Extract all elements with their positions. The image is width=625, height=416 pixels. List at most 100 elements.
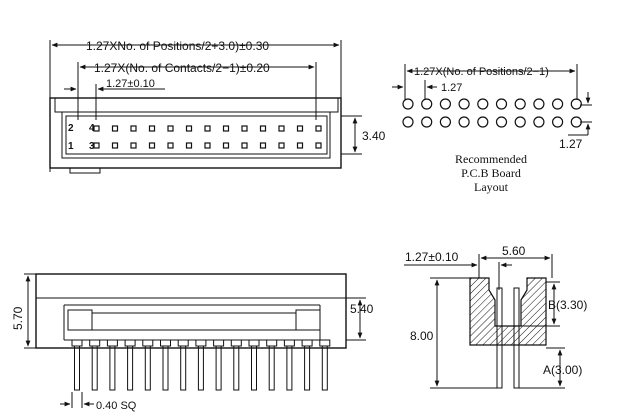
pin bbox=[162, 345, 169, 391]
pcb-pad bbox=[495, 98, 508, 110]
pin bbox=[251, 345, 257, 391]
contact-square bbox=[259, 142, 267, 149]
contact-square bbox=[93, 125, 100, 132]
dim-height-text: 3.40 bbox=[362, 129, 386, 143]
contact-square bbox=[222, 125, 230, 132]
contact-square bbox=[296, 142, 304, 149]
dim-side-pitch-text: 1.27±0.10 bbox=[405, 250, 459, 264]
contact-square bbox=[204, 142, 211, 149]
contact-square bbox=[241, 125, 248, 132]
contact-right bbox=[513, 287, 520, 389]
contact-square bbox=[148, 125, 156, 132]
contact-square bbox=[296, 125, 304, 132]
pin-shoulder bbox=[266, 339, 278, 347]
pcb-pad bbox=[421, 116, 433, 128]
contact-square bbox=[259, 125, 267, 132]
pcb-pad bbox=[514, 116, 526, 128]
pin bbox=[91, 345, 98, 391]
pin-shoulder bbox=[89, 339, 101, 347]
dim-width-text: 5.60 bbox=[502, 244, 526, 258]
dim-total-height-text: 5.70 bbox=[11, 306, 25, 330]
pcb-pad bbox=[551, 98, 564, 110]
pin-shoulder bbox=[177, 339, 189, 347]
dim-height-side-text: 8.00 bbox=[410, 329, 434, 343]
contact-square bbox=[315, 125, 322, 132]
contact-square bbox=[315, 142, 322, 149]
pin bbox=[268, 345, 275, 391]
contact-square bbox=[204, 125, 211, 132]
contact-left bbox=[496, 287, 503, 389]
pin bbox=[215, 345, 222, 391]
pin-shoulder bbox=[230, 339, 242, 347]
pcb-pad bbox=[439, 98, 451, 110]
pin-shoulder bbox=[106, 339, 118, 347]
pin bbox=[233, 345, 240, 391]
key-tab bbox=[69, 167, 101, 174]
pcb-pad bbox=[402, 116, 414, 128]
pcb-pad bbox=[533, 98, 545, 110]
dim-pitch-right-text: 1.27 bbox=[559, 137, 583, 151]
pin-shoulder bbox=[283, 339, 295, 347]
pcb-pad bbox=[477, 98, 489, 110]
contact-square bbox=[111, 142, 119, 149]
pin bbox=[180, 345, 187, 391]
top-view: 1.27XNo. of Positions/2+3.0)±0.30 1.27X(… bbox=[49, 39, 386, 174]
contact-square bbox=[278, 125, 285, 132]
contact-square bbox=[222, 142, 230, 149]
pin-label-4: 4 bbox=[89, 123, 95, 134]
pin-shoulder bbox=[213, 339, 225, 347]
pin-shoulder bbox=[195, 339, 207, 347]
pcb-pad bbox=[514, 98, 526, 110]
pcb-layout: 1.27X(No. of Positions/2−1) 1.27 1.27 Re… bbox=[392, 64, 592, 194]
pin bbox=[321, 345, 328, 391]
dim-a-text: A(3.00) bbox=[543, 363, 582, 377]
dim-contacts-text: 1.27X(No. of Contacts/2−1)±0.20 bbox=[94, 61, 270, 75]
contact-grid bbox=[93, 125, 322, 149]
dim-b-text: B(3.30) bbox=[548, 298, 587, 312]
dim-span-text: 1.27X(No. of Positions/2−1) bbox=[414, 66, 549, 78]
pin bbox=[144, 345, 151, 391]
pin-shoulder bbox=[142, 339, 154, 347]
pin bbox=[286, 345, 293, 391]
pin-shoulder bbox=[301, 339, 313, 347]
front-body bbox=[35, 273, 347, 349]
pin bbox=[304, 345, 311, 391]
contact-square bbox=[185, 142, 193, 149]
contact-square bbox=[167, 142, 174, 149]
contact-square bbox=[93, 142, 100, 149]
pin bbox=[74, 345, 80, 391]
side-view: 5.60 1.27±0.10 8.00 B(3.30) A(3.00) bbox=[404, 244, 587, 389]
pcb-pad bbox=[439, 116, 451, 128]
pin bbox=[197, 345, 204, 391]
pcb-pad bbox=[477, 116, 489, 128]
connector-body-outline bbox=[49, 97, 342, 169]
pcb-pad bbox=[570, 116, 582, 128]
pcb-caption-line-2: P.C.B Board bbox=[461, 166, 521, 180]
pin bbox=[127, 345, 134, 391]
contact-square bbox=[130, 125, 137, 132]
pin-shoulder bbox=[248, 339, 260, 347]
pcb-pad bbox=[495, 116, 508, 128]
pcb-pad bbox=[551, 116, 564, 128]
contact-square bbox=[241, 142, 248, 149]
pin-shoulder bbox=[124, 339, 136, 347]
pin-shoulder bbox=[160, 339, 171, 347]
front-pin-row bbox=[71, 339, 331, 391]
contact-square bbox=[111, 125, 119, 132]
pin-label-1: 1 bbox=[68, 141, 74, 152]
dim-body-height-text: 5.40 bbox=[350, 302, 374, 316]
pcb-pad bbox=[458, 98, 470, 110]
pin-label-3: 3 bbox=[89, 141, 95, 152]
pcb-caption-line-1: Recommended bbox=[455, 152, 527, 166]
pcb-pad bbox=[402, 98, 414, 110]
contact-square bbox=[185, 125, 193, 132]
pin-shoulder bbox=[71, 339, 83, 347]
pcb-pad bbox=[570, 98, 582, 110]
pin bbox=[109, 345, 116, 391]
pcb-pad-grid bbox=[402, 98, 582, 128]
dim-positions-text: 1.27XNo. of Positions/2+3.0)±0.30 bbox=[86, 39, 269, 53]
pcb-pad bbox=[533, 116, 545, 128]
dim-pitch-text: 1.27±0.10 bbox=[106, 78, 155, 90]
pcb-pad bbox=[421, 98, 433, 110]
